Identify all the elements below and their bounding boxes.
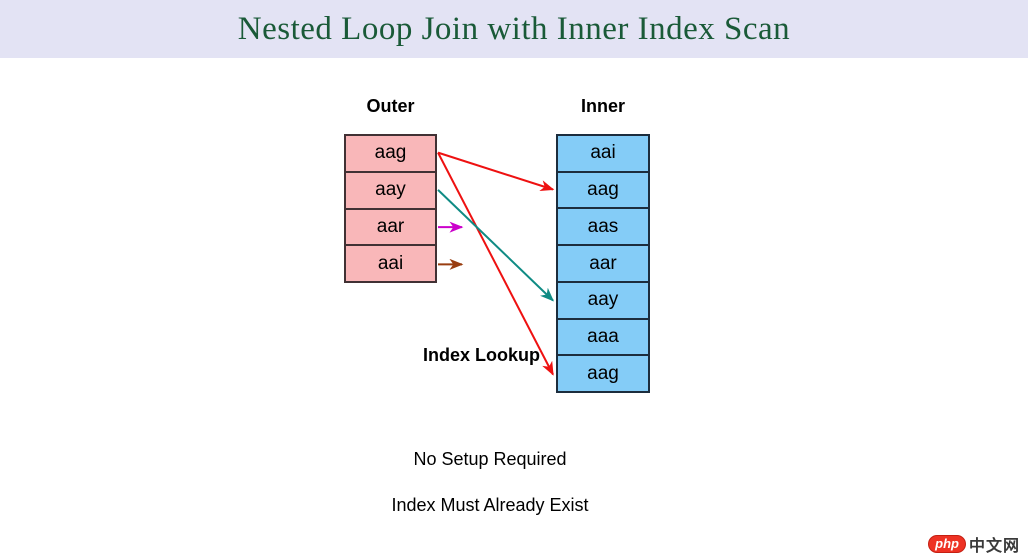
table-row: aag [587,362,619,384]
arrow-outer-aay-to-inner-aay-row5 [437,189,555,302]
table-row: aay [346,173,435,210]
table-row: aag [558,173,648,210]
outer-table-label: Outer [366,96,415,116]
table-row: aai [558,136,648,173]
note-index-must-exist: Index Must Already Exist [391,495,589,515]
inner-table-label: Inner [580,96,625,116]
table-row: aaa [558,320,648,357]
table-row: aay [558,283,648,320]
php-cn-watermark: php 中文网 [928,532,1020,556]
slide-title: Nested Loop Join with Inner Index Scan [237,10,791,47]
table-row: aai [377,252,404,274]
table-row: aar [558,246,648,283]
table-row: aar [346,210,435,247]
table-row: aag [346,136,435,173]
watermark-site-name: 中文网 [968,538,1020,555]
php-logo-icon: php [928,535,966,553]
arrow-outer-aag-to-inner-aag-row2 [437,151,555,191]
table-row: aas [558,209,648,247]
index-lookup-label: Index Lookup [423,345,540,365]
title-bar: Nested Loop Join with Inner Index Scan [0,0,1028,58]
note-no-setup: No Setup Required [413,449,567,469]
arrow-outer-aag-to-inner-aag-row7 [437,152,554,376]
